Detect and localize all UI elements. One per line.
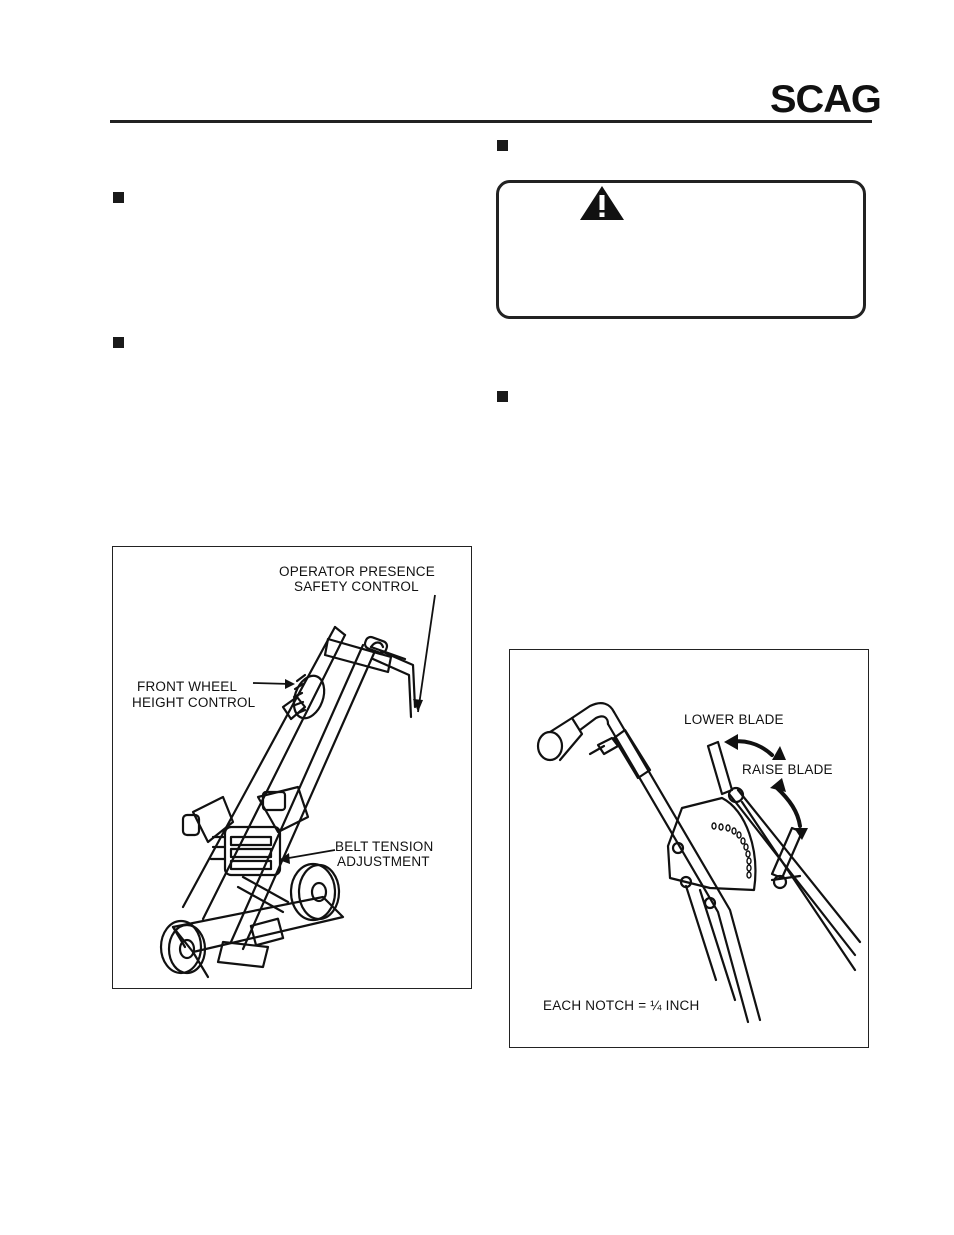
- raise-blade-label: RAISE BLADE: [742, 762, 833, 777]
- scag-logo: SCAG: [770, 78, 882, 121]
- lower-blade-label: LOWER BLADE: [684, 712, 784, 727]
- square-bullet-icon: [497, 391, 508, 402]
- edger-illustration: [159, 594, 436, 979]
- belt-tension-label-line1: BELT TENSION: [335, 839, 434, 854]
- front-wheel-label-line2: HEIGHT CONTROL: [132, 695, 256, 710]
- header-rule: [110, 120, 872, 123]
- square-bullet-icon: [113, 337, 124, 348]
- warning-triangle-icon: [580, 186, 624, 220]
- square-bullet-icon: [497, 140, 508, 151]
- edger-figure: OPERATOR PRESENCE SAFETY CONTROL FRONT W…: [112, 546, 472, 989]
- notch-note-label: EACH NOTCH = ¼ INCH: [543, 998, 700, 1013]
- blade-depth-figure: LOWER BLADE RAISE BLADE EACH NOTCH = ¼ I…: [509, 649, 869, 1048]
- warning-box: [496, 180, 866, 319]
- belt-tension-label-line2: ADJUSTMENT: [337, 854, 430, 869]
- front-wheel-label-line1: FRONT WHEEL: [137, 679, 238, 694]
- operator-presence-label-line2: SAFETY CONTROL: [294, 579, 419, 594]
- operator-presence-label-line1: OPERATOR PRESENCE: [279, 564, 435, 579]
- square-bullet-icon: [113, 192, 124, 203]
- blade-depth-illustration: [536, 702, 862, 1024]
